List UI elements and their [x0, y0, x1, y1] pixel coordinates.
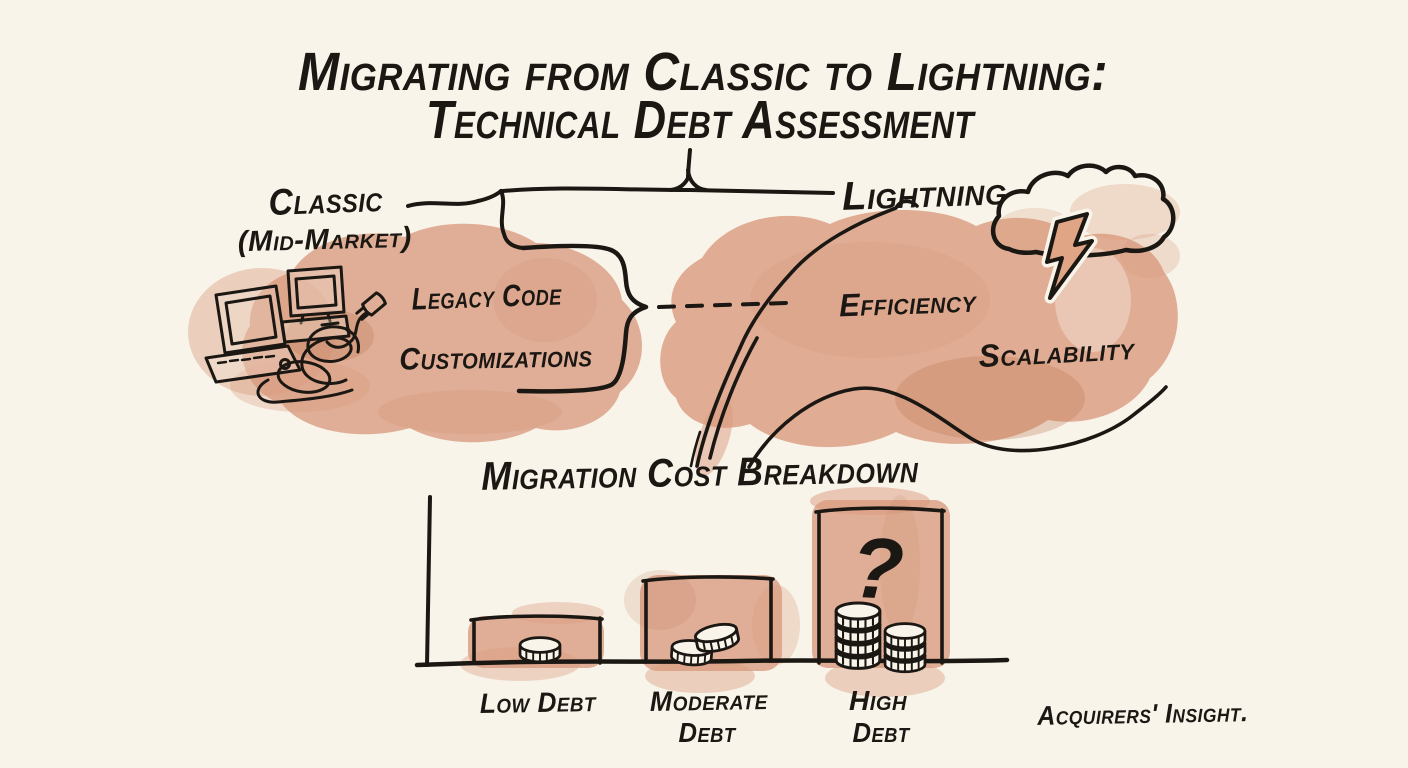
cpu-box-detail — [320, 321, 340, 327]
customizations-tag: Customizations — [399, 338, 593, 376]
cable-tangle — [300, 325, 353, 385]
storm-cloud-lightning-icon — [990, 163, 1176, 304]
bar-high-debt — [814, 506, 946, 665]
keyboard-keys — [216, 354, 276, 365]
legacy-code-tag: Legacy Code — [411, 276, 563, 316]
chart-title: Migration Cost Breakdown — [481, 447, 919, 499]
credit-text: Acquirers' Insight. — [1036, 697, 1248, 731]
cable-loop — [276, 360, 332, 394]
front-monitor-screen — [224, 294, 278, 346]
cloud-tail-3 — [689, 430, 702, 468]
title: Migrating from Classic to Lightning: Tec… — [298, 42, 1108, 150]
lightning-cloud-outline — [689, 199, 1168, 469]
connector-lines — [406, 148, 835, 394]
coin-stack-right-3 — [883, 622, 927, 650]
plug-prongs — [355, 306, 370, 321]
lightning-cloud-wash — [660, 210, 1178, 448]
label-moderate-debt: Debt — [679, 717, 737, 748]
low-bar-wash-3 — [512, 602, 604, 624]
label-high: High — [849, 685, 907, 716]
chart-category-labels: Low Debt Moderate Debt High Debt — [480, 684, 911, 748]
high-bar-wash-4 — [880, 495, 920, 635]
storm-cloud-shadow-wash-3 — [1120, 234, 1180, 278]
bar-low-debt — [469, 614, 604, 665]
label-low-debt: Low Debt — [480, 686, 598, 719]
efficiency-tag: Efficiency — [839, 283, 979, 324]
legacy-computers-icon — [204, 265, 387, 404]
cable-3 — [345, 328, 360, 354]
question-mark-annotation: ? — [849, 520, 907, 619]
title-line2: Technical Debt Assessment — [426, 90, 976, 150]
storm-cloud-shadow-wash — [1070, 184, 1180, 240]
moderate-bar-wash-4 — [752, 585, 800, 665]
power-plug-icon — [355, 291, 387, 321]
classic-sublabel: (Mid-Market) — [237, 222, 412, 259]
dashed-link — [657, 301, 788, 309]
horizontal-rule — [501, 186, 835, 195]
cost-chart: Migration Cost Breakdown ? Low Deb — [414, 447, 1010, 748]
lightning-wash-patch-2 — [750, 242, 990, 358]
cloud-edge-left — [738, 199, 919, 350]
lightning-label: Lightning — [841, 169, 1007, 219]
moderate-bar-wash-3 — [624, 570, 696, 630]
storm-cloud-outline — [990, 163, 1176, 258]
cloud-edge-bottom — [747, 385, 1168, 469]
label-high-debt: Debt — [853, 717, 911, 748]
moderate-bar-wash-2 — [645, 659, 755, 693]
classic-label: Classic — [268, 178, 384, 223]
classic-section: Classic (Mid-Market) Legacy Code Customi… — [204, 178, 593, 404]
curly-brace — [516, 243, 649, 394]
lightning-section: Lightning Efficiency Scalability — [689, 163, 1176, 469]
back-monitor-screen — [294, 274, 338, 310]
classic-wash-patch-3 — [378, 390, 562, 434]
cloud-tail-2 — [708, 336, 759, 460]
bar-moderate-debt — [641, 575, 775, 664]
coin-icon-low — [518, 636, 562, 664]
keyboard — [204, 344, 302, 384]
label-moderate: Moderate — [650, 684, 769, 717]
brace-drop — [499, 189, 525, 250]
classic-wash-patch-2 — [493, 258, 597, 342]
classic-dash — [406, 189, 503, 208]
cable-2 — [256, 378, 354, 404]
title-line1: Migrating from Classic to Lightning: — [298, 42, 1108, 102]
y-axis — [425, 495, 432, 667]
lightning-bolt-icon — [1045, 212, 1094, 300]
scalability-tag: Scalability — [978, 330, 1137, 374]
cloud-tail-1 — [695, 346, 742, 468]
